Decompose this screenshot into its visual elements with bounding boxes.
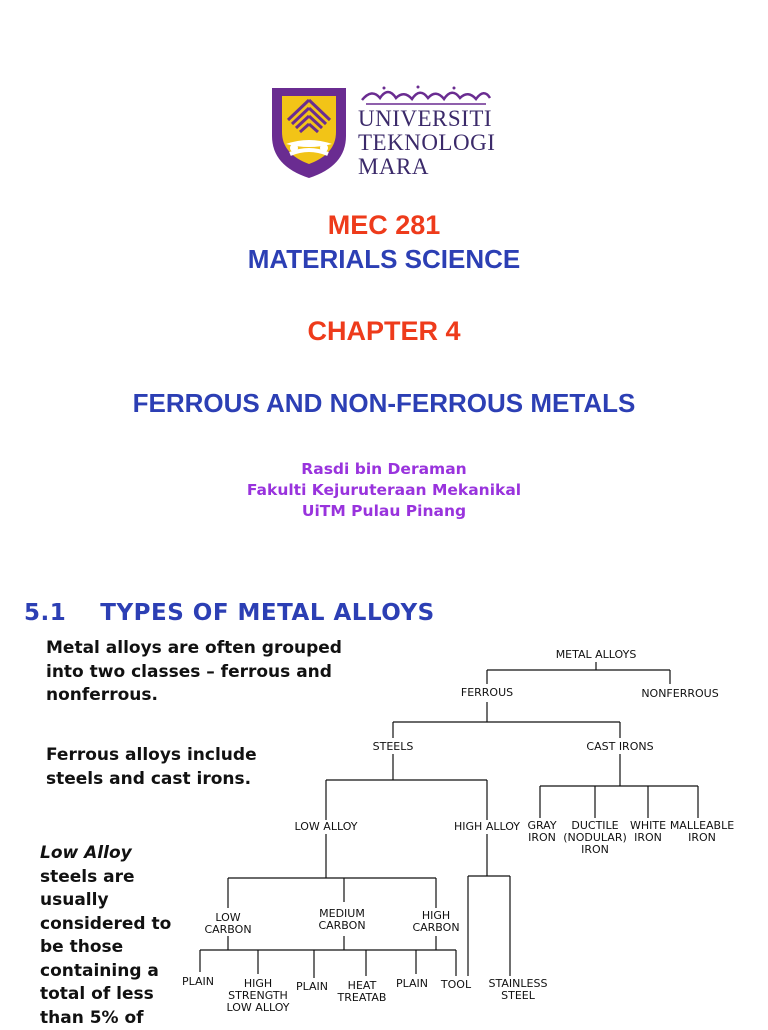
course-code: MEC 281 <box>327 210 441 240</box>
author-faculty: Fakulti Kejuruteraan Mekanikal <box>246 481 522 499</box>
node-high-alloy: HIGH ALLOY <box>454 820 520 833</box>
paragraph-ferrous-alloys: Ferrous alloys include steels and cast i… <box>46 745 257 789</box>
paragraph-low-alloy: Low Alloy steels are usually considered … <box>40 842 182 1030</box>
connector-steels <box>325 754 488 820</box>
node-plain-2: PLAIN <box>295 980 329 993</box>
node-plain-1: PLAIN <box>181 975 215 988</box>
tree-connectors <box>199 662 699 978</box>
chapter-label: CHAPTER 4 <box>307 316 461 346</box>
node-ferrous: FERROUS <box>460 686 514 699</box>
node-steels: STEELS <box>372 740 414 753</box>
node-ductile-iron: DUCTILE (NODULAR) IRON <box>563 819 627 856</box>
node-tool: TOOL <box>440 978 472 991</box>
low-alloy-term: Low Alloy <box>40 843 132 863</box>
connector-carbon-types <box>199 936 457 978</box>
node-plain-3: PLAIN <box>395 977 429 990</box>
node-metal-alloys: METAL ALLOYS <box>555 648 637 661</box>
logo-text-teknologi: TEKNOLOGI <box>358 130 496 155</box>
uitm-emblem-icon <box>272 88 346 178</box>
connector-ferrous <box>392 702 621 738</box>
node-hsla: HIGH STRENGTH LOW ALLOY <box>226 977 290 1014</box>
section-heading: 5.1 TYPES OF METAL ALLOYS <box>24 600 435 626</box>
connector-low-alloy <box>227 834 437 908</box>
university-logo: UNIVERSITI TEKNOLOGI MARA <box>266 84 496 180</box>
section-title: TYPES OF METAL ALLOYS <box>100 600 435 626</box>
author-campus: UiTM Pulau Pinang <box>301 502 467 520</box>
node-low-carbon: LOW CARBON <box>204 911 252 936</box>
course-name: MATERIALS SCIENCE <box>247 244 521 274</box>
node-high-carbon: HIGH CARBON <box>412 909 460 934</box>
node-medium-carbon: MEDIUM CARBON <box>318 907 366 932</box>
metal-alloys-tree-diagram: METAL ALLOYS FERROUS NONFERROUS STEELS C… <box>170 640 768 1024</box>
node-stainless-steel: STAINLESS STEEL <box>488 977 548 1002</box>
node-low-alloy: LOW ALLOY <box>294 820 358 833</box>
node-nonferrous: NONFERROUS <box>641 687 719 700</box>
node-heat-treatable: HEAT TREATAB <box>337 979 387 1004</box>
node-white-iron: WHITE IRON <box>629 819 667 844</box>
connector-root <box>486 662 671 684</box>
connector-high-alloy <box>467 834 511 976</box>
logo-text-universiti: UNIVERSITI <box>358 106 493 131</box>
node-malleable-iron: MALLEABLE IRON <box>669 819 735 844</box>
author-name: Rasdi bin Deraman <box>301 460 467 478</box>
node-cast-irons: CAST IRONS <box>586 740 654 753</box>
node-gray-iron: GRAY IRON <box>527 819 557 844</box>
jawi-script-logo-icon <box>361 85 492 105</box>
low-alloy-description: steels are usually considered to be thos… <box>40 866 172 1028</box>
connector-cast-irons <box>539 754 699 818</box>
chapter-title: FERROUS AND NON-FERROUS METALS <box>132 388 636 418</box>
section-number: 5.1 <box>24 600 67 626</box>
paragraph-alloy-classes: Metal alloys are often grouped into two … <box>46 638 342 705</box>
logo-text-mara: MARA <box>358 154 430 179</box>
